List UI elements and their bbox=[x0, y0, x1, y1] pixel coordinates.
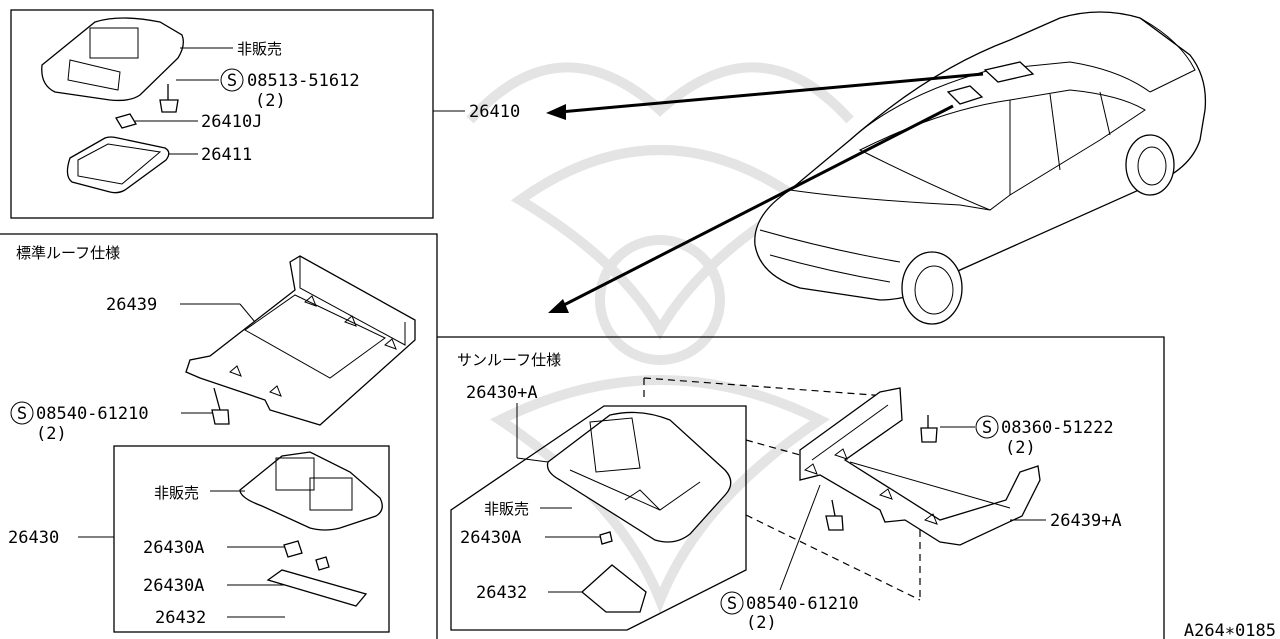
svg-text:S: S bbox=[982, 418, 992, 438]
standard-part-s-symbol-3: S bbox=[975, 415, 999, 439]
roof-lamp-front bbox=[946, 85, 984, 105]
svg-text:S: S bbox=[17, 404, 27, 424]
standard-roof-leaders bbox=[78, 303, 285, 618]
standard-screw-qty: (2) bbox=[36, 424, 67, 444]
sunroof-screw-bottom bbox=[825, 499, 844, 531]
top-not-sold-label: 非販売 bbox=[237, 40, 282, 58]
sunroof-bracket bbox=[799, 387, 1041, 546]
top-bulb bbox=[115, 113, 137, 129]
standard-roof-title: 標準ルーフ仕様 bbox=[16, 244, 120, 262]
figure-code: A264∗0185 bbox=[1184, 621, 1276, 639]
standard-roof-frame bbox=[0, 233, 438, 639]
top-box-frame bbox=[10, 9, 434, 219]
sunroof-frame bbox=[437, 336, 1165, 639]
standard-lamp-assy-label: 26430 bbox=[8, 528, 59, 548]
sunroof-screw-bottom-code: 08540-61210 bbox=[746, 594, 859, 614]
top-lens bbox=[66, 136, 170, 194]
standard-part-s-symbol-1: S bbox=[220, 68, 244, 92]
sunroof-bracket-label: 26439+A bbox=[1050, 511, 1122, 531]
standard-screw bbox=[211, 387, 230, 425]
sunroof-dashed-guides bbox=[643, 377, 921, 601]
standard-lamp-body bbox=[239, 451, 383, 531]
top-box-leaders bbox=[135, 47, 465, 155]
sunroof-lamp-assy-label: 26430+A bbox=[466, 383, 538, 403]
top-bulb-label: 26410J bbox=[201, 112, 262, 132]
standard-lamp-box-frame bbox=[113, 445, 390, 633]
sunroof-leaders bbox=[516, 403, 1046, 593]
assembly-ref-label: 26410 bbox=[469, 102, 520, 122]
sunroof-bulb-label: 26430A bbox=[460, 528, 521, 548]
svg-text:S: S bbox=[227, 71, 237, 91]
top-screw-code: 08513-51612 bbox=[247, 71, 360, 91]
standard-part-s-symbol-2: S bbox=[10, 401, 34, 425]
sunroof-lens-label: 26432 bbox=[476, 583, 527, 603]
sunroof-title: サンルーフ仕様 bbox=[457, 351, 561, 369]
sunroof-lamp-box-frame bbox=[450, 405, 747, 631]
standard-screw-code: 08540-61210 bbox=[36, 404, 149, 424]
sunroof-lamp-body bbox=[546, 411, 732, 543]
sunroof-lens bbox=[581, 564, 647, 613]
sunroof-bulb bbox=[599, 531, 613, 545]
sunroof-screw-top-qty: (2) bbox=[1005, 438, 1036, 458]
standard-part-s-symbol-4: S bbox=[720, 591, 744, 615]
standard-not-sold-label: 非販売 bbox=[154, 484, 199, 502]
top-screw-qty: (2) bbox=[255, 91, 286, 111]
standard-lens bbox=[266, 569, 368, 607]
standard-bulb-a bbox=[283, 540, 303, 558]
standard-lens-label: 26432 bbox=[155, 608, 206, 628]
top-lens-label: 26411 bbox=[201, 145, 252, 165]
standard-bulb-a-label: 26430A bbox=[143, 538, 204, 558]
sunroof-not-sold-label: 非販売 bbox=[484, 500, 529, 518]
standard-bracket-label: 26439 bbox=[106, 295, 157, 315]
top-screw bbox=[159, 84, 179, 113]
standard-bracket bbox=[185, 255, 416, 426]
reference-arrows bbox=[546, 72, 984, 313]
sunroof-screw-top bbox=[920, 415, 938, 443]
sunroof-screw-top-code: 08360-51222 bbox=[1001, 418, 1114, 438]
roof-lamp-rear bbox=[983, 61, 1035, 83]
standard-bulb-b-label: 26430A bbox=[143, 576, 204, 596]
sunroof-screw-bottom-qty: (2) bbox=[746, 613, 777, 633]
car-illustration bbox=[754, 11, 1207, 325]
standard-bulb-b bbox=[315, 556, 330, 571]
svg-text:S: S bbox=[727, 594, 737, 614]
top-lamp-housing bbox=[41, 17, 184, 102]
background-watermark bbox=[466, 62, 854, 614]
